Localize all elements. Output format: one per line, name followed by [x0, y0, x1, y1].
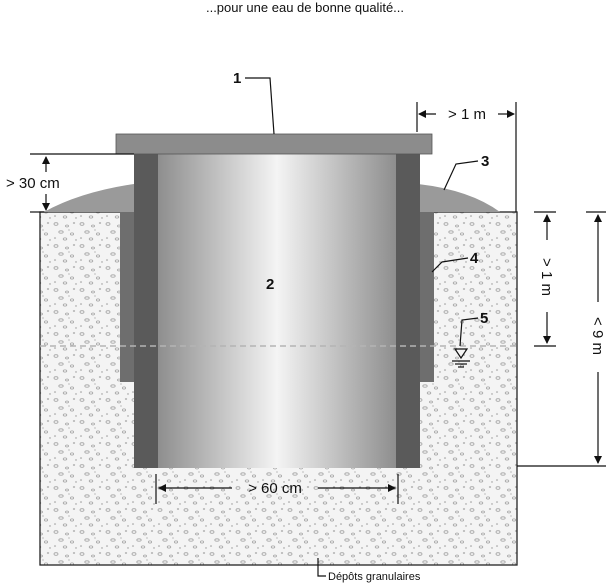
leader-caption: [317, 558, 326, 577]
label-seal: 4: [470, 250, 479, 267]
leader-mound: [443, 160, 479, 191]
dim-depth-label: < 9 m: [589, 317, 606, 355]
water-table-icon: [452, 348, 470, 368]
caption-granular-deposits: Dépôts granulaires: [328, 571, 421, 583]
dim-seal-label: > 1 m: [538, 258, 555, 296]
dim-overhang-label: > 1 m: [448, 106, 486, 123]
leader-water-table: [459, 317, 479, 347]
right-casing-wall: [396, 154, 420, 468]
leader-cover: [245, 77, 275, 135]
label-cover: 1: [233, 70, 241, 87]
right-seal: [418, 212, 434, 382]
casing-interior: [158, 154, 396, 468]
left-casing-wall: [134, 154, 158, 468]
label-mound: 3: [481, 153, 489, 170]
label-casing: 2: [266, 276, 274, 293]
right-mound: [418, 184, 500, 212]
left-mound: [44, 184, 134, 212]
leader-seal: [431, 257, 469, 273]
dim-diameter-label: > 60 cm: [248, 480, 302, 497]
header-text: ...pour une eau de bonne qualité...: [206, 0, 404, 15]
well-cover: [115, 133, 433, 155]
dim-height-label: > 30 cm: [6, 175, 60, 192]
left-seal: [120, 212, 136, 382]
label-water-table: 5: [480, 310, 488, 327]
